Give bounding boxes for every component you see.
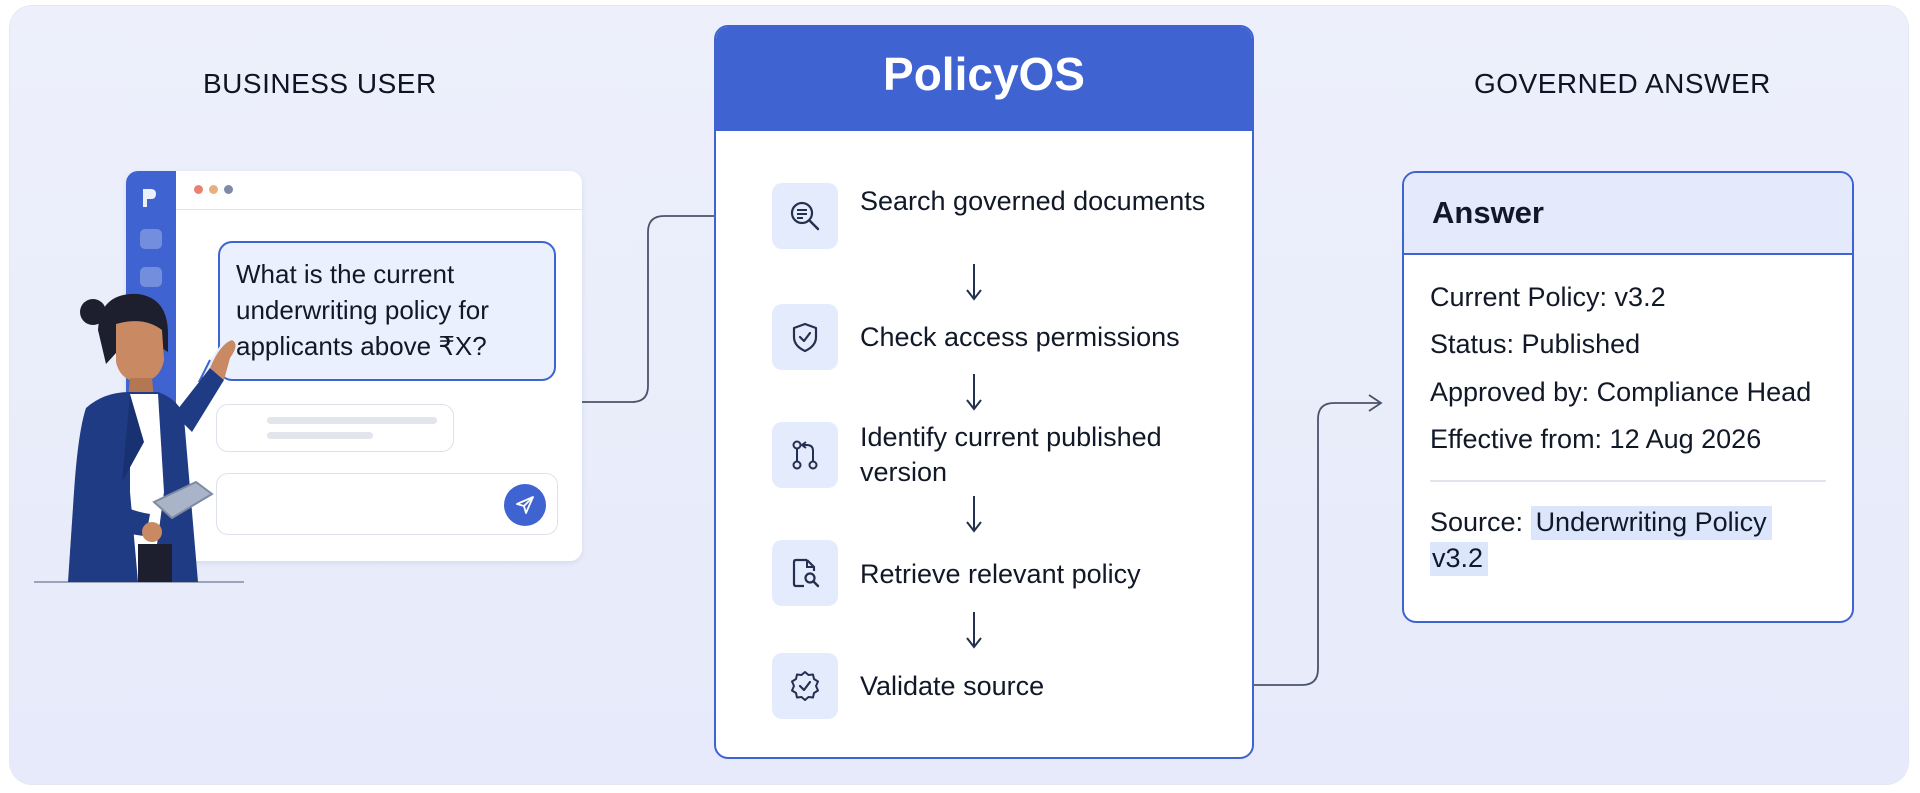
chat-title-bar	[176, 171, 582, 210]
answer-divider	[1430, 480, 1826, 482]
sidebar-tile[interactable]	[140, 229, 162, 249]
send-icon	[516, 496, 534, 514]
window-dot-grey	[224, 185, 233, 194]
step-icon-tile	[772, 540, 838, 606]
send-button[interactable]	[504, 484, 546, 526]
step-icon-tile	[772, 304, 838, 370]
answer-effective-from: Effective from: 12 Aug 2026	[1430, 424, 1762, 454]
answer-title: Answer	[1432, 195, 1544, 230]
window-dot-red	[194, 185, 203, 194]
source-link[interactable]: Underwriting Policy	[1530, 506, 1772, 540]
chat-input[interactable]	[216, 473, 558, 535]
search-document-icon	[790, 201, 820, 231]
question-text: What is the current underwriting policy …	[236, 259, 489, 361]
answer-card: Answer	[1402, 171, 1854, 623]
answer-status: Status: Published	[1430, 329, 1641, 359]
step-label: Validate source	[860, 671, 1045, 701]
down-arrow-icon	[966, 374, 982, 411]
step-label: Check access permissions	[860, 322, 1180, 352]
source-label: Source:	[1430, 507, 1531, 537]
step-icon-tile	[772, 653, 838, 719]
sidebar-tile[interactable]	[140, 267, 162, 287]
source-link-version[interactable]: v3.2	[1430, 542, 1489, 576]
step-label: Retrieve relevant policy	[860, 559, 1141, 589]
down-arrow-icon	[966, 612, 982, 649]
policyos-header: PolicyOS	[716, 27, 1252, 131]
answer-approved-by: Approved by: Compliance Head	[1430, 377, 1812, 407]
answer-card-header: Answer	[1404, 173, 1852, 255]
version-branch-icon	[792, 440, 818, 470]
answer-source-continued: v3.2	[1430, 542, 1489, 576]
step-icon-tile	[772, 183, 838, 249]
document-search-icon	[792, 558, 820, 588]
down-arrow-icon	[966, 496, 982, 533]
answer-current-policy: Current Policy: v3.2	[1430, 282, 1666, 312]
policyos-title: PolicyOS	[883, 48, 1085, 100]
governed-answer-title: GOVERNED ANSWER	[1474, 68, 1771, 99]
connector-policyos-to-answer	[1254, 402, 1380, 686]
step-icon-tile	[772, 422, 838, 488]
business-user-title: BUSINESS USER	[203, 68, 437, 99]
question-bubble	[218, 241, 556, 381]
logo-icon	[143, 189, 156, 207]
step-label: Search governed documents	[860, 186, 1206, 216]
message-placeholder	[216, 404, 454, 452]
window-dot-orange	[209, 185, 218, 194]
person-illustration	[34, 293, 244, 583]
shield-check-icon	[792, 322, 818, 353]
down-arrow-icon	[966, 264, 982, 301]
policyos-panel: PolicyOS	[714, 25, 1254, 759]
connector-arrowhead-2	[1368, 394, 1383, 412]
step-label: Identify current published version	[860, 422, 1162, 487]
connector-user-to-policyos	[582, 215, 745, 403]
badge-check-icon	[791, 671, 819, 701]
answer-source: Source: Underwriting Policy	[1430, 506, 1772, 540]
